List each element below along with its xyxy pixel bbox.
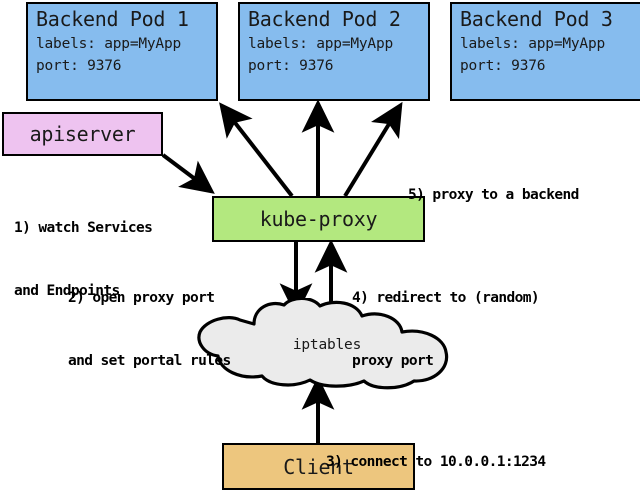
- apiserver-node[interactable]: apiserver: [2, 112, 163, 156]
- step-3-line-1: 3) connect to 10.0.0.1:1234: [326, 454, 546, 470]
- backend-pod-3-labels: labels: app=MyApp: [460, 36, 606, 52]
- step-1-line-2: and Endpoints: [14, 283, 120, 299]
- step-2-line-2: and set portal rules: [68, 353, 231, 369]
- step-1-line-1: 1) watch Services: [14, 220, 153, 236]
- step-3-annotation: 3) connect to 10.0.0.1:1234: [326, 410, 546, 494]
- step-4-line-1: 4) redirect to (random): [352, 290, 540, 306]
- backend-pod-1-title: Backend Pod 1: [36, 7, 189, 31]
- kube-proxy-label: kube-proxy: [259, 207, 378, 231]
- client-label: Client: [283, 454, 354, 479]
- backend-pod-1[interactable]: Backend Pod 1 labels: app=MyApp port: 93…: [26, 2, 218, 101]
- step-5-annotation: 5) proxy to a backend: [408, 143, 579, 248]
- arrow-kubeproxy-to-pod3: [343, 101, 403, 198]
- step-4-line-2: proxy port: [352, 353, 434, 369]
- backend-pod-2-port: port: 9376: [248, 58, 334, 74]
- apiserver-label: apiserver: [29, 122, 136, 146]
- backend-pod-2-labels: labels: app=MyApp: [248, 36, 394, 52]
- step-5-line-1: 5) proxy to a backend: [408, 187, 579, 203]
- backend-pod-1-port: port: 9376: [36, 58, 122, 74]
- iptables-cloud[interactable]: iptables: [188, 296, 466, 390]
- backend-pod-2-title: Backend Pod 2: [248, 7, 401, 31]
- backend-pod-1-labels: labels: app=MyApp: [36, 36, 182, 52]
- backend-pod-2[interactable]: Backend Pod 2 labels: app=MyApp port: 93…: [238, 2, 430, 101]
- step-2-line-1: 2) open proxy port: [68, 290, 215, 306]
- kube-proxy-node[interactable]: kube-proxy: [212, 196, 425, 242]
- backend-pod-3[interactable]: Backend Pod 3 labels: app=MyApp port: 93…: [450, 2, 640, 101]
- iptables-label: iptables: [292, 337, 362, 353]
- backend-pod-3-title: Backend Pod 3: [460, 7, 613, 31]
- arrow-kubeproxy-to-pod1: [219, 102, 294, 198]
- arrow-apiserver-to-kubeproxy: [161, 153, 215, 194]
- step-4-annotation: 4) redirect to (random) proxy port: [352, 246, 540, 414]
- step-1-annotation: 1) watch Services and Endpoints: [14, 176, 153, 344]
- backend-pod-3-port: port: 9376: [460, 58, 546, 74]
- client-node[interactable]: Client: [222, 443, 415, 490]
- step-2-annotation: 2) open proxy port and set portal rules: [68, 246, 231, 414]
- cloud-shape: [197, 296, 449, 390]
